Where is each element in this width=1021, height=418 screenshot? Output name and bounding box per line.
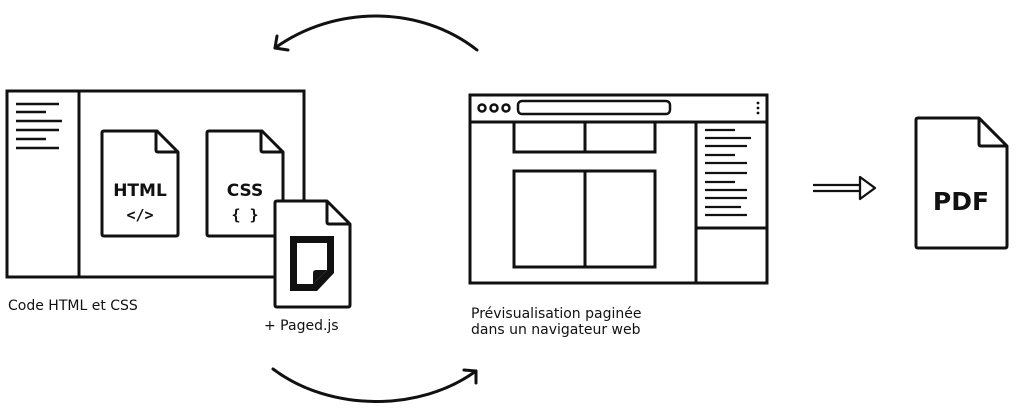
pagedjs-logo-icon	[290, 236, 334, 291]
html-file-label: HTML	[113, 181, 167, 201]
code-editor-window: HTML </> CSS { }	[5, 89, 306, 279]
address-bar[interactable]	[516, 99, 672, 116]
html-file-icon: HTML </>	[100, 129, 180, 238]
editor-outline-lines	[16, 102, 62, 150]
pagedjs-file-icon	[273, 199, 352, 309]
editor-caption: Code HTML et CSS	[8, 298, 138, 314]
sidebar-toc-lines	[705, 128, 751, 217]
browser-window	[468, 93, 769, 285]
browser-caption-line2: dans un navigateur web	[471, 322, 641, 338]
page-preview-top	[512, 122, 657, 154]
css-file-icon: CSS { }	[205, 129, 285, 238]
css-file-label: CSS	[227, 181, 264, 201]
browser-caption-line1: Prévisualisation paginée	[471, 306, 642, 322]
kebab-menu-icon[interactable]	[756, 101, 760, 115]
curved-arrow-left-icon	[273, 14, 479, 52]
curved-arrow-right-icon	[271, 367, 478, 403]
html-file-symbol: </>	[126, 206, 153, 224]
window-controls	[477, 103, 511, 113]
css-file-symbol: { }	[231, 206, 258, 224]
pdf-file-label: PDF	[933, 187, 989, 216]
double-arrow-right-icon	[813, 175, 877, 201]
pagedjs-caption: + Paged.js	[264, 318, 339, 334]
pdf-file-icon: PDF	[914, 116, 1009, 250]
page-preview-spread	[512, 169, 657, 269]
